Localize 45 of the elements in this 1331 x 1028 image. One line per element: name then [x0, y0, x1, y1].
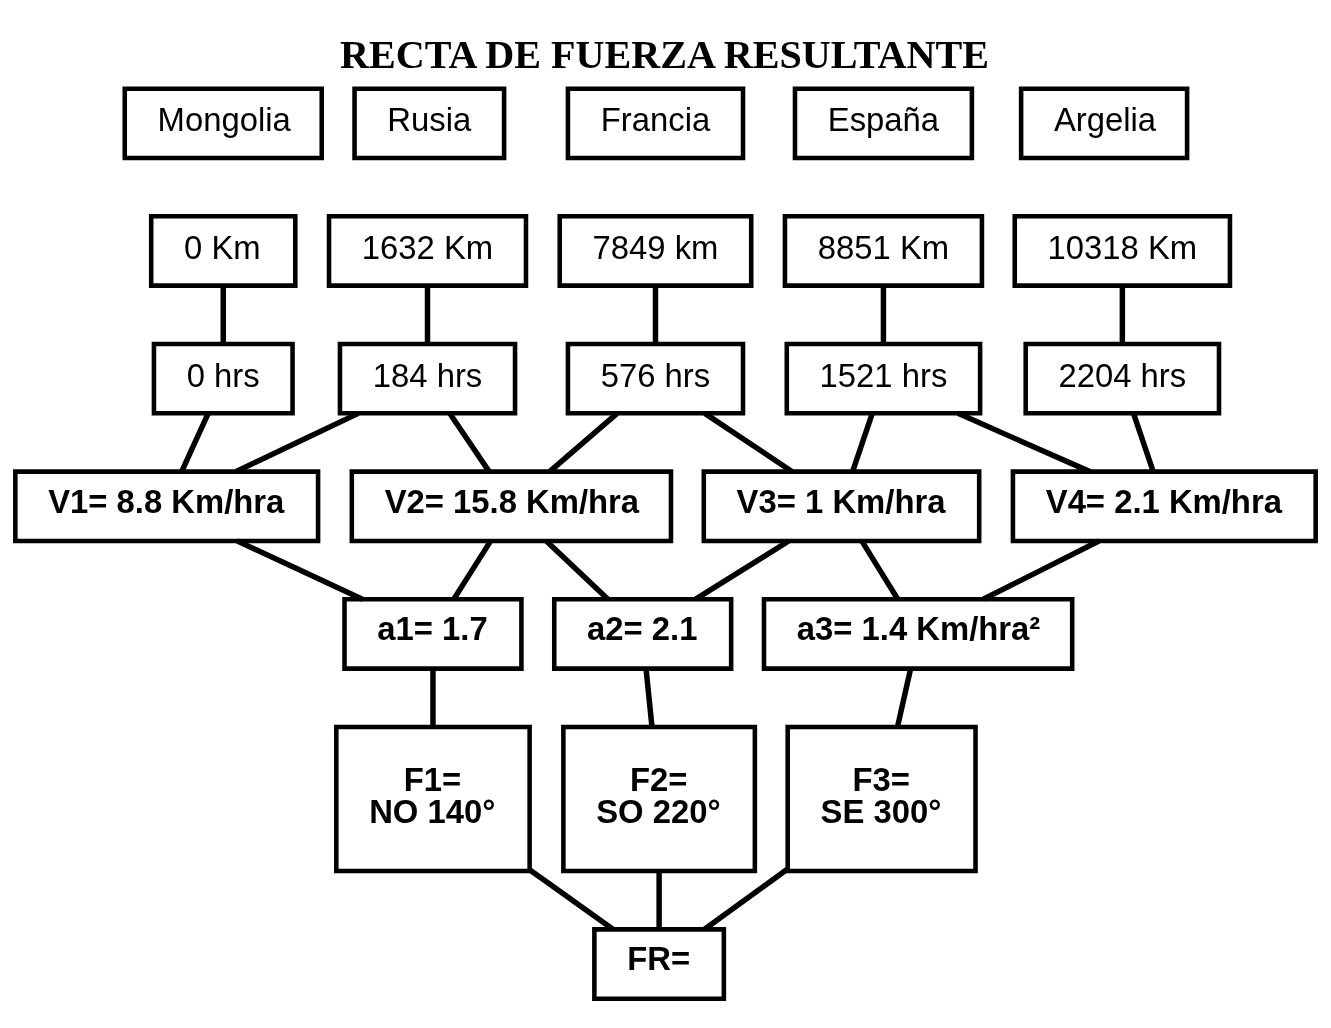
connector: [656, 870, 662, 929]
connector: [430, 668, 436, 726]
node-box: Francia: [565, 85, 746, 160]
node-box: V2= 15.8 Km/hra: [349, 468, 674, 543]
connector: [1119, 285, 1126, 343]
connector: [880, 285, 887, 343]
node-box: V3= 1 Km/hra: [701, 468, 982, 543]
node-box: 2204 hrs: [1023, 341, 1222, 416]
node-box: F3= SE 300°: [785, 724, 978, 873]
node-box: Argelia: [1018, 85, 1190, 160]
connector: [982, 538, 1101, 601]
node-box: FR=: [592, 926, 727, 1001]
connector: [956, 410, 1091, 474]
connector: [702, 866, 789, 931]
node-box: Rusia: [352, 85, 507, 160]
node-box: Mongolia: [122, 85, 324, 160]
connector: [894, 668, 914, 727]
diagram-title: RECTA DE FUERZA RESULTANTE: [339, 31, 989, 77]
node-box: 576 hrs: [565, 341, 746, 416]
node-box: 7849 km: [557, 213, 754, 288]
node-box: 8851 Km: [782, 213, 985, 288]
connector: [236, 538, 364, 602]
node-box: 0 hrs: [151, 341, 295, 416]
node-box: a3= 1.4 Km/hra²: [761, 596, 1075, 671]
connector: [220, 285, 226, 343]
node-box: a2= 2.1: [551, 596, 734, 671]
connector: [179, 412, 211, 472]
connector: [1131, 412, 1156, 472]
node-box: España: [792, 85, 975, 160]
node-box: F2= SO 220°: [561, 724, 758, 873]
node-box: 0 Km: [148, 213, 298, 288]
node-box: 184 hrs: [337, 341, 518, 416]
connector: [850, 412, 875, 472]
node-box: 1632 Km: [326, 213, 529, 288]
node-box: 10318 Km: [1012, 213, 1233, 288]
node-box: F1= NO 140°: [334, 724, 532, 873]
node-box: 1521 hrs: [784, 341, 983, 416]
connector: [652, 285, 659, 343]
connector: [528, 867, 615, 931]
node-box: a1= 1.7: [342, 596, 524, 671]
connector: [643, 668, 655, 727]
connector: [694, 538, 791, 601]
node-box: V4= 2.1 Km/hra: [1010, 468, 1318, 543]
connector: [424, 285, 431, 343]
node-box: V1= 8.8 Km/hra: [13, 468, 321, 543]
